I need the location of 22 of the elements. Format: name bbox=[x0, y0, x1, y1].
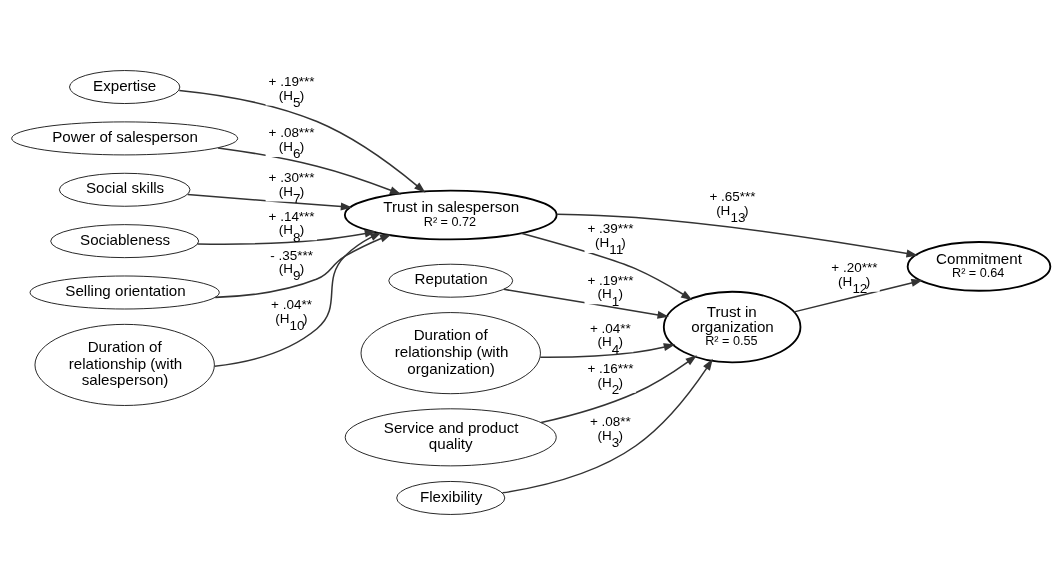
arrow bbox=[217, 147, 402, 195]
node-ellipse: Selling orientation bbox=[29, 275, 220, 310]
node-ellipse: Expertise bbox=[69, 70, 181, 104]
arrow bbox=[540, 355, 697, 424]
arrow bbox=[186, 193, 353, 211]
arrow bbox=[213, 232, 382, 367]
node-ellipse: Reputation bbox=[388, 263, 514, 298]
arrow bbox=[214, 234, 392, 299]
node-ellipse: Duration of relationship (with organization) bbox=[360, 312, 541, 395]
arrow bbox=[539, 343, 676, 359]
arrow bbox=[555, 213, 918, 258]
node-ellipse: Duration of relationship (with salesperson) bbox=[34, 323, 215, 406]
node-ellipse: Service and product quality bbox=[344, 408, 557, 467]
arrow bbox=[178, 89, 426, 193]
node-ellipse: Sociableness bbox=[50, 224, 200, 259]
node-ellipse: Social skills bbox=[58, 172, 191, 207]
arrow bbox=[793, 278, 923, 313]
node-ellipse: Power of salesperson bbox=[11, 121, 239, 156]
node-ellipse: Flexibility bbox=[396, 481, 506, 515]
arrow bbox=[196, 229, 377, 245]
arrow bbox=[503, 288, 669, 319]
arrow bbox=[520, 232, 693, 301]
